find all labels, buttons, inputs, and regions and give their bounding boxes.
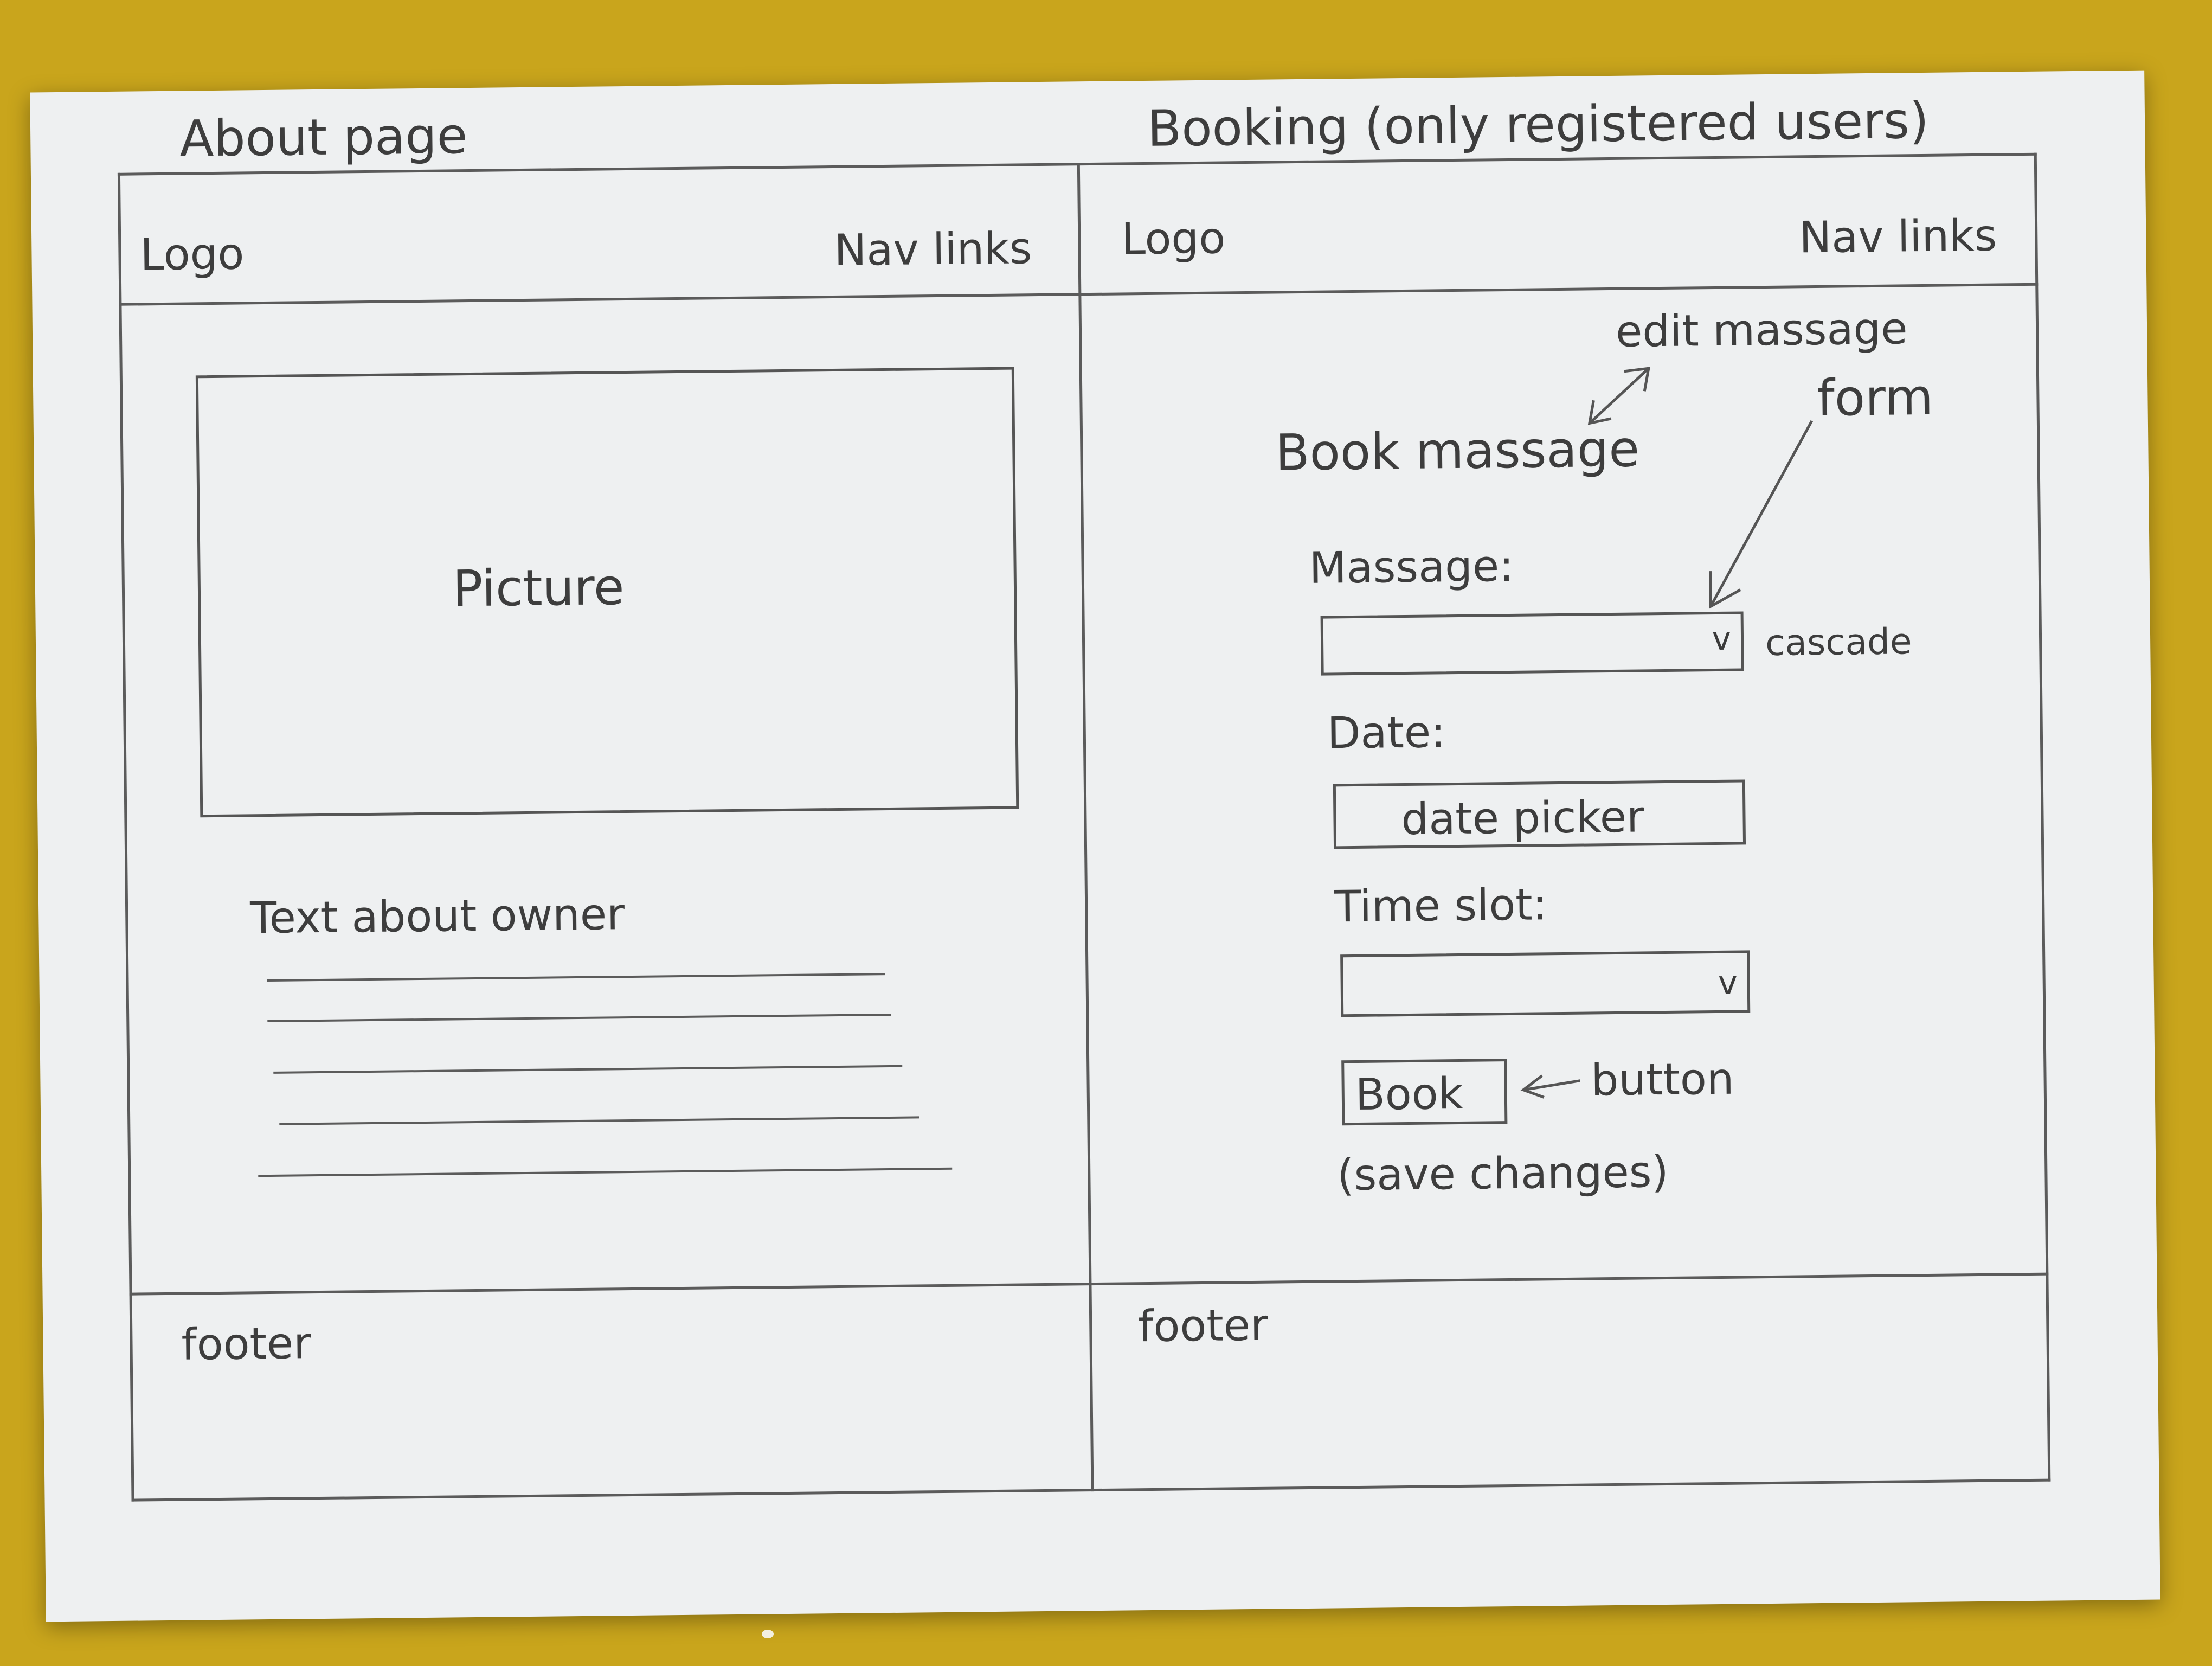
- about-text-line: [279, 1116, 919, 1125]
- edit-massage-note: edit massage: [1615, 303, 1908, 357]
- booking-footer: footer: [1137, 1299, 1269, 1352]
- about-page-heading: About page: [179, 107, 468, 168]
- chevron-down-icon: v: [1712, 619, 1732, 658]
- double-arrow-icon: [1587, 367, 1650, 425]
- about-text-line: [267, 1013, 891, 1023]
- annotation-arrows: [1587, 367, 1814, 609]
- booking-nav-links: Nav links: [1798, 210, 1997, 263]
- time-slot-label: Time slot:: [1334, 879, 1548, 932]
- book-button-label: Book: [1355, 1068, 1464, 1120]
- booking-page-heading: Booking (only registered users): [1147, 91, 1930, 158]
- arrow-down-left-icon: [1709, 420, 1814, 609]
- cascade-note: cascade: [1765, 620, 1912, 664]
- about-logo: Logo: [140, 228, 245, 280]
- date-picker-field[interactable]: date picker: [1333, 779, 1746, 849]
- massage-label: Massage:: [1309, 540, 1514, 593]
- about-nav-links: Nav links: [833, 223, 1032, 275]
- date-picker-text: date picker: [1401, 791, 1645, 845]
- button-note: button: [1591, 1053, 1734, 1106]
- about-text-line: [273, 1065, 903, 1074]
- date-label: Date:: [1327, 707, 1446, 759]
- save-changes-note: (save changes): [1336, 1146, 1669, 1201]
- paper-speck: [762, 1630, 774, 1638]
- about-text-heading: Text about owner: [249, 889, 625, 944]
- massage-select[interactable]: v: [1320, 611, 1744, 676]
- book-massage-title: Book massage: [1275, 420, 1640, 482]
- frame-right-line: [2034, 152, 2051, 1482]
- paper-sheet: About page Booking (only registered user…: [30, 70, 2160, 1622]
- about-text-line: [258, 1167, 953, 1177]
- book-button[interactable]: Book: [1341, 1059, 1508, 1126]
- about-text-line: [267, 973, 885, 982]
- arrow-left-icon: [1520, 1074, 1580, 1099]
- frame-divider-line: [1077, 163, 1094, 1492]
- about-picture-label: Picture: [452, 558, 625, 618]
- time-slot-select[interactable]: v: [1340, 950, 1751, 1017]
- frame-left-line: [117, 172, 134, 1502]
- chevron-down-icon: v: [1718, 964, 1738, 1002]
- about-footer: footer: [181, 1318, 312, 1370]
- booking-logo: Logo: [1121, 213, 1226, 265]
